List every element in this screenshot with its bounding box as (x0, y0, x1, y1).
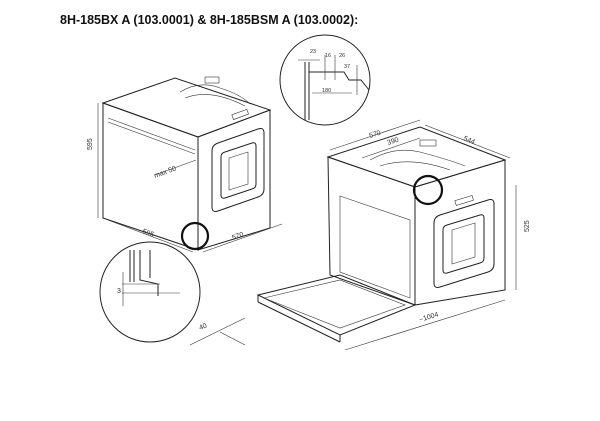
dim-offset-40: 40 (198, 323, 208, 332)
dim-max-50: max 50 (153, 165, 177, 179)
dim-width-544: 544 (462, 135, 476, 146)
dim-depth-570-right: 570 (368, 130, 381, 140)
dim-width-595: 595 (141, 228, 154, 239)
page-title: 8H-185BX A (103.0001) & 8H-185BSM A (103… (60, 13, 359, 27)
dim-gap-3: 3 (117, 288, 121, 295)
dim-180: 180 (322, 88, 331, 94)
bottom-detail-view (99, 241, 246, 346)
dim-open-1004: ~1004 (419, 311, 440, 323)
dim-depth-570: 570 (231, 231, 244, 242)
dim-height-525: 525 (524, 220, 531, 232)
top-detail-view (279, 34, 371, 126)
left-dimensions (97, 103, 283, 253)
right-dimensions (329, 119, 517, 351)
dim-37: 37 (344, 64, 350, 70)
dim-depth-390: 390 (386, 137, 399, 147)
detail-marker-circle (180, 221, 210, 251)
dim-23: 23 (310, 49, 316, 55)
detail-marker-circle-right (412, 174, 444, 206)
dim-16: 16 (325, 53, 331, 59)
dim-height-595: 595 (87, 138, 94, 150)
right-oven-drawing (256, 126, 507, 343)
dim-26: 26 (339, 53, 345, 59)
